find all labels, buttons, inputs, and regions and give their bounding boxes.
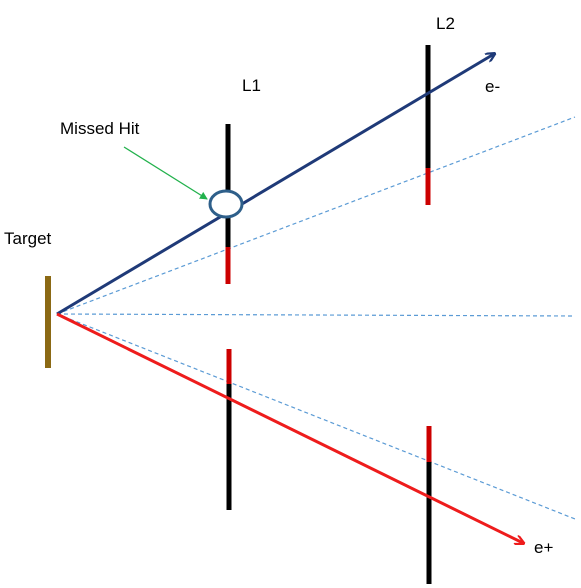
acceptance-boundary-upper xyxy=(56,116,576,315)
positron-track xyxy=(56,312,523,543)
positron-label: e+ xyxy=(534,538,553,557)
acceptance-boundary-center xyxy=(56,313,576,317)
missed-hit-marker xyxy=(208,189,244,219)
target-label: Target xyxy=(4,229,52,248)
acceptance-boundary-lower xyxy=(56,313,576,520)
layer-l2-label: L2 xyxy=(436,14,455,33)
layer-l1-label: L1 xyxy=(242,76,261,95)
electron-label: e- xyxy=(485,77,500,96)
electron-track xyxy=(56,54,494,316)
missed-hit-pointer-arrow xyxy=(123,146,208,200)
missed-hit-label: Missed Hit xyxy=(60,119,140,138)
